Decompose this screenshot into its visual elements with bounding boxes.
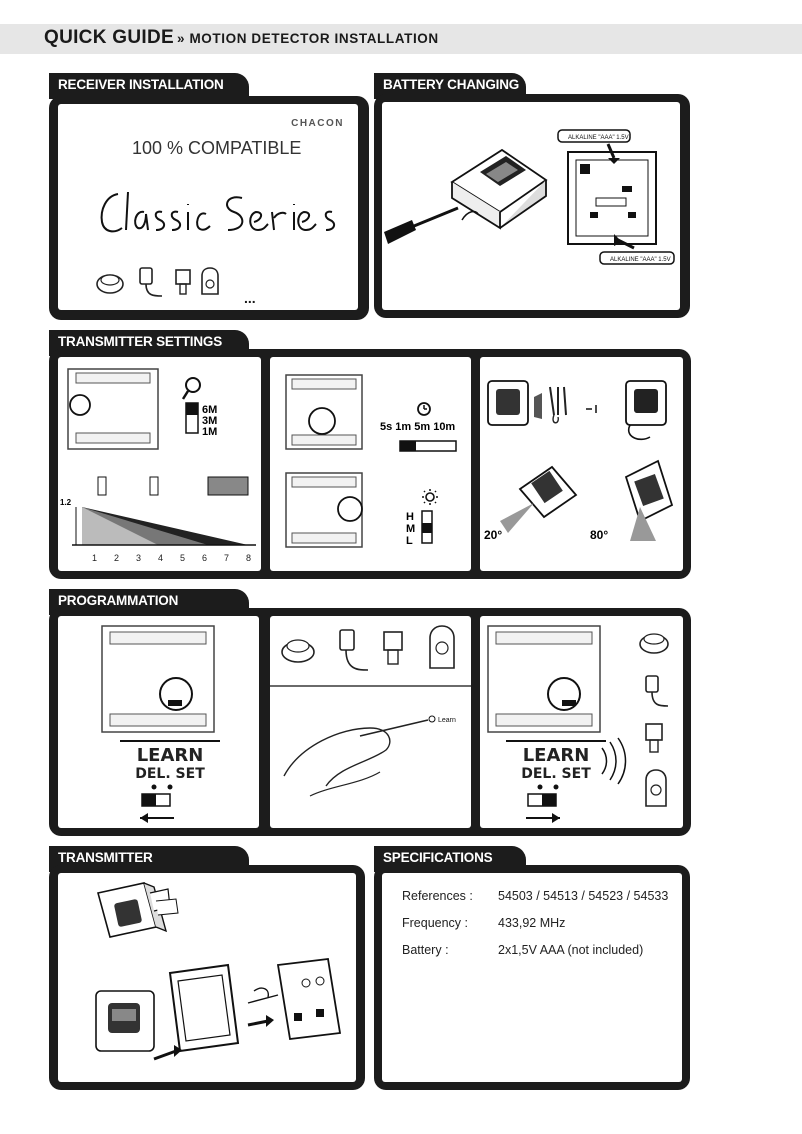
learn-switch-left-icon: [140, 784, 174, 823]
range-opt-3m: 3M: [202, 415, 217, 427]
spec-label: References :: [402, 889, 473, 903]
tick-3: 3: [136, 553, 141, 563]
receiver-learn-illustration: [101, 625, 215, 733]
tick-4: 4: [158, 553, 163, 563]
battery-compartment-icon: [567, 151, 657, 245]
height-label: 1.2: [60, 498, 72, 507]
screwdriver-icon: [384, 206, 459, 244]
spec-value: 2x1,5V AAA (not included): [498, 943, 644, 957]
tab-label: TRANSMITTER SETTINGS: [58, 334, 222, 349]
learn-label: LEARN: [136, 745, 204, 766]
frame-plate-icon: [168, 963, 240, 1053]
compatible-devices-icons: [96, 267, 219, 297]
tick-1: 1: [92, 553, 97, 563]
battery-bottom-icon: ALKALINE "AAA" 1.5V: [599, 251, 675, 265]
receiver-frame: CHACON 100 % COMPATIBLE: [49, 96, 369, 320]
classic-series-logo: [100, 191, 336, 233]
page-title: QUICK GUIDE: [44, 27, 174, 48]
tab-label: RECEIVER INSTALLATION: [58, 77, 224, 92]
signal-waves-icon: [601, 737, 627, 785]
brand-logo: CHACON: [291, 118, 344, 129]
battery-label-top: ALKALINE "AAA" 1.5V: [568, 135, 629, 141]
magnifier-icon: [181, 377, 201, 400]
wall-base-icon: [276, 958, 342, 1040]
learn-label-right: LEARN: [522, 745, 590, 766]
receiver-devices-icons: [281, 625, 455, 671]
learn-left-panel: LEARN DEL. SET: [58, 616, 259, 828]
tab-receiver-installation: RECEIVER INSTALLATION: [49, 73, 249, 99]
angle-setting-illustration: 20° 80°: [484, 380, 674, 542]
specifications-frame: References : 54503 / 54513 / 54523 / 545…: [374, 865, 690, 1090]
battery-illustration: ALKALINE "AAA" 1.5V ALKALINE "AAA" 1.5V: [384, 129, 675, 265]
spec-value: 433,92 MHz: [498, 916, 566, 930]
tick-8: 8: [246, 553, 251, 563]
delset-label-right: DEL. SET: [521, 766, 591, 782]
transmitter-install-panel: [58, 873, 356, 1082]
clock-icon: [417, 402, 431, 416]
receiver-panel: CHACON 100 % COMPATIBLE: [58, 104, 358, 310]
specifications-panel: References : 54503 / 54513 / 54523 / 545…: [382, 873, 682, 1082]
battery-frame: ALKALINE "AAA" 1.5V ALKALINE "AAA" 1.5V: [374, 94, 690, 318]
transmitter-open-icon: [450, 148, 548, 230]
sun-icon: [422, 489, 438, 505]
learn-divider: [120, 740, 220, 742]
tab-label: BATTERY CHANGING: [383, 77, 520, 92]
range-opt-1m: 1M: [202, 426, 217, 438]
detector-front-icon: [95, 990, 155, 1052]
receiver-column-icons: [639, 633, 669, 807]
tick-6: 6: [202, 553, 207, 563]
spec-value: 54503 / 54513 / 54523 / 54533: [498, 889, 669, 903]
page-header: QUICK GUIDE » MOTION DETECTOR INSTALLATI…: [0, 24, 802, 54]
tick-7: 7: [224, 553, 229, 563]
spec-label: Battery :: [402, 943, 449, 957]
spec-label: Frequency :: [402, 916, 469, 930]
transmitter-settings-frame: 6M 3M 1M 1.2 1 2 3 4 5 6 7 8: [49, 349, 691, 579]
learn-switch-right-icon: [526, 784, 560, 823]
programmation-frame: LEARN DEL. SET: [49, 608, 691, 836]
light-opt-h: H: [406, 511, 414, 523]
time-light-setting-panel: 5s 1m 5m 10m H M L: [270, 357, 471, 571]
range-opt-6m: 6M: [202, 404, 217, 416]
compatibility-text: 100 % COMPATIBLE: [132, 138, 302, 158]
battery-label-bottom: ALKALINE "AAA" 1.5V: [610, 257, 671, 263]
range-setting-illustration: 6M 3M 1M 1.2 1 2 3 4 5 6 7 8: [60, 368, 256, 563]
learn-right-panel: LEARN DEL. SET: [480, 616, 683, 828]
hand-pressing-learn-icon: [283, 719, 429, 797]
range-setting-panel: 6M 3M 1M 1.2 1 2 3 4 5 6 7 8: [58, 357, 261, 571]
delset-label: DEL. SET: [135, 766, 205, 782]
angle-80-icon: [624, 459, 674, 541]
page-subtitle: » MOTION DETECTOR INSTALLATION: [177, 31, 439, 46]
receiver-delset-illustration: [487, 625, 601, 733]
learn-middle-panel: Learn: [270, 616, 471, 828]
more-devices-ellipsis: ...: [244, 290, 256, 306]
transmitter-install-illustration: [95, 882, 342, 1061]
tick-5: 5: [180, 553, 185, 563]
detector-exploded-icon: [97, 882, 179, 938]
receivers-learn-illustration: Learn: [270, 625, 471, 797]
transmitter-install-frame: [49, 865, 365, 1090]
angle-20-icon: [500, 465, 578, 533]
angle-20-label: 20°: [484, 528, 502, 542]
time-light-illustration: 5s 1m 5m 10m H M L: [285, 374, 457, 548]
battery-top-icon: ALKALINE "AAA" 1.5V: [557, 129, 631, 143]
tick-2: 2: [114, 553, 119, 563]
angle-setting-panel: 20° 80°: [480, 357, 683, 571]
time-options: 5s 1m 5m 10m: [380, 421, 455, 433]
light-opt-l: L: [406, 535, 413, 547]
battery-panel: ALKALINE "AAA" 1.5V ALKALINE "AAA" 1.5V: [382, 102, 680, 310]
delset-divider: [506, 740, 606, 742]
learn-button-label: Learn: [438, 717, 456, 724]
light-opt-m: M: [406, 523, 415, 535]
tab-label: PROGRAMMATION: [58, 593, 179, 608]
tab-label: SPECIFICATIONS: [383, 850, 493, 865]
angle-80-label: 80°: [590, 528, 608, 542]
